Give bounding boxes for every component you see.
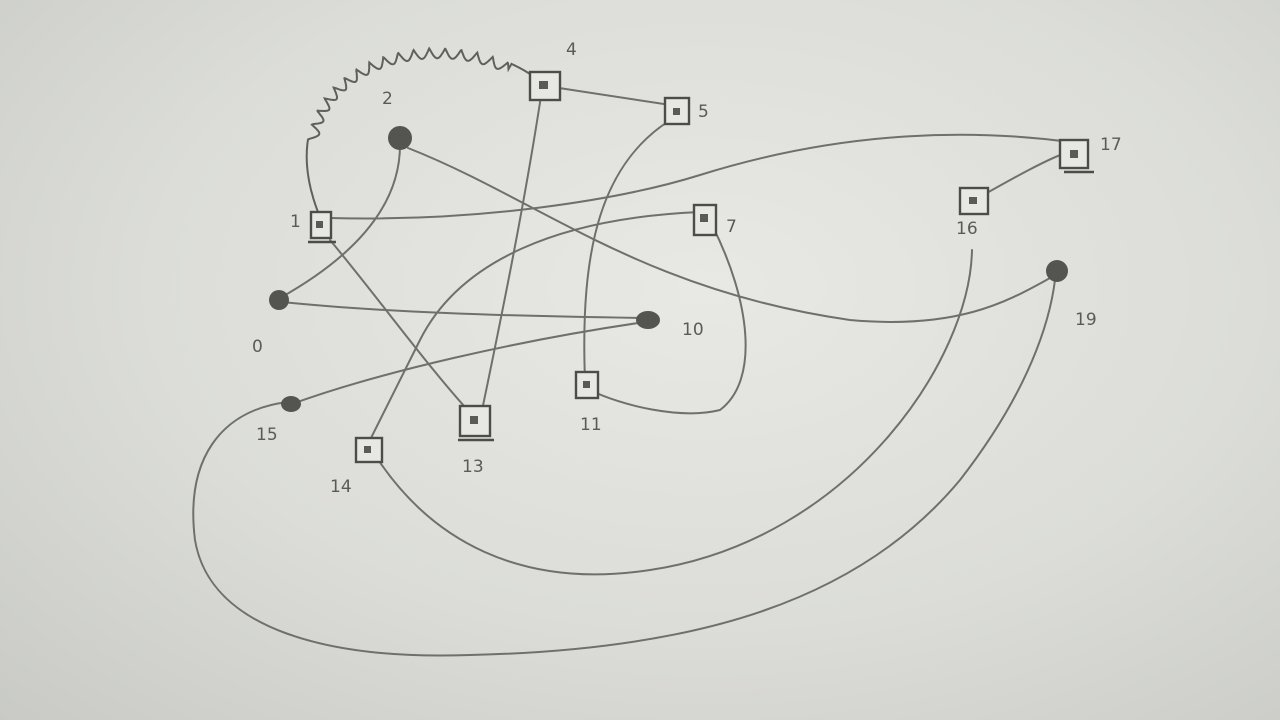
- edge-1-4: [305, 46, 537, 213]
- edge-16-14: [374, 249, 973, 576]
- edge-2-0: [279, 144, 401, 299]
- node-14-inner: [364, 446, 371, 453]
- node-17-label: 17: [1100, 135, 1122, 155]
- node-7: 7: [692, 203, 737, 237]
- node-7-label: 7: [726, 217, 737, 237]
- node-1-inner: [316, 221, 323, 228]
- node-19-label: 19: [1075, 310, 1097, 330]
- edge-1-13: [329, 239, 476, 419]
- node-0: 0: [252, 290, 289, 357]
- edge-0-10: [281, 301, 646, 319]
- node-5-inner: [673, 108, 680, 115]
- node-1: 1: [290, 210, 336, 244]
- node-2-label: 2: [382, 89, 393, 109]
- node-10: 10: [636, 311, 704, 340]
- node-11-label: 11: [580, 415, 602, 435]
- node-2: 2: [382, 89, 412, 150]
- edge-15-19: [192, 279, 1056, 657]
- node-16-inner: [969, 197, 977, 204]
- node-4-inner: [539, 81, 548, 89]
- node-13-inner: [470, 416, 478, 424]
- node-4-label: 4: [566, 40, 577, 60]
- node-14: 14: [330, 436, 384, 497]
- edge-7-14: [369, 211, 701, 441]
- node-4: 4: [528, 40, 577, 102]
- node-10-label: 10: [682, 320, 704, 340]
- node-16-label: 16: [956, 219, 978, 239]
- edge-4-13: [479, 95, 542, 421]
- edge-7-11: [589, 224, 747, 415]
- node-11-inner: [583, 381, 590, 388]
- node-0-label: 0: [252, 337, 263, 357]
- node-10-dot: [636, 311, 660, 329]
- node-14-label: 14: [330, 477, 352, 497]
- edge-2-19: [407, 147, 1051, 323]
- node-17: 17: [1058, 135, 1122, 174]
- node-19: 19: [1046, 260, 1097, 330]
- edge-5-11: [583, 115, 678, 381]
- node-13: 13: [458, 404, 494, 477]
- node-5-label: 5: [698, 102, 709, 122]
- node-19-dot: [1046, 260, 1068, 282]
- node-17-inner: [1070, 150, 1078, 158]
- edge-10-15: [291, 321, 646, 405]
- node-11: 11: [574, 370, 602, 435]
- node-15-label: 15: [256, 425, 278, 445]
- nodes: 0 2 10 15 19 1 4: [252, 40, 1122, 497]
- node-1-label: 1: [290, 212, 301, 232]
- node-5: 5: [663, 96, 709, 126]
- edge-16-17: [977, 151, 1069, 199]
- edges: [192, 46, 1071, 657]
- node-13-box: [458, 404, 492, 438]
- edge-1-17: [329, 133, 1071, 220]
- edge-4-5: [545, 85, 678, 107]
- node-0-dot: [269, 290, 289, 310]
- node-2-dot: [388, 126, 412, 150]
- node-13-label: 13: [462, 457, 484, 477]
- node-7-inner: [700, 214, 708, 222]
- node-15: 15: [256, 396, 301, 445]
- node-16: 16: [956, 186, 990, 239]
- node-15-dot: [281, 396, 301, 412]
